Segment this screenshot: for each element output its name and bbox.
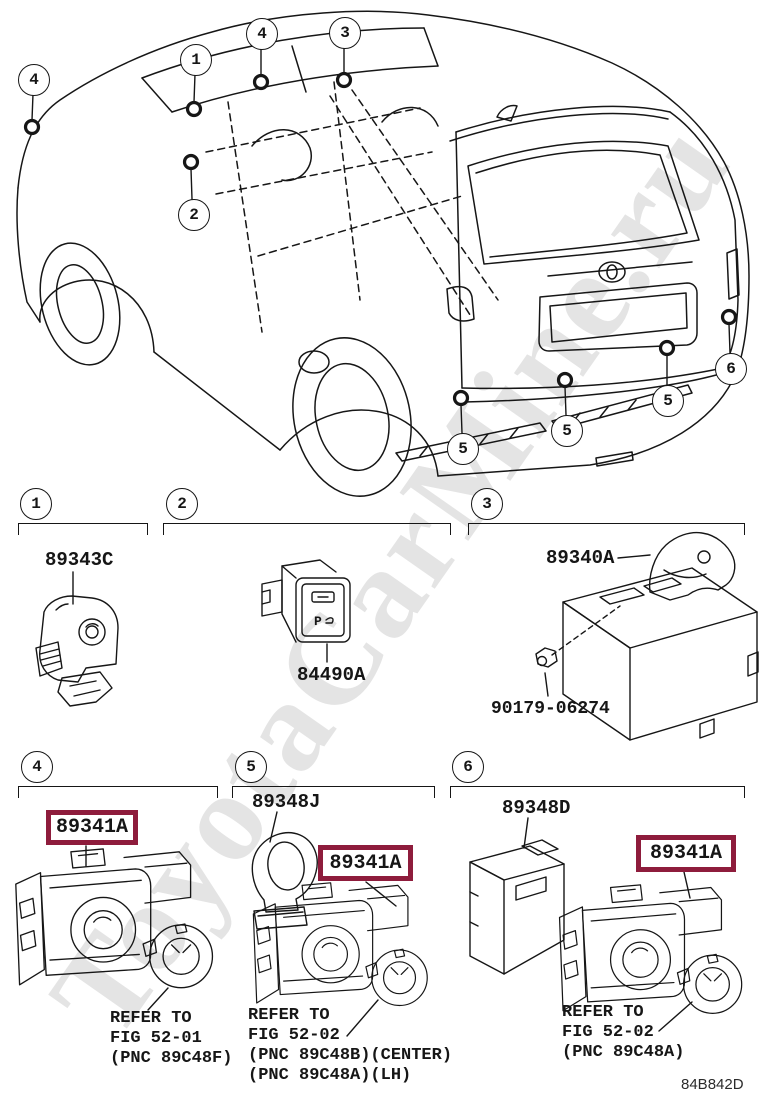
switch-parking-icon: P (314, 614, 322, 629)
part-drawing-89340a (535, 531, 759, 741)
car-callout-5-left: 5 (447, 433, 479, 465)
part-drawing-section5 (251, 811, 428, 1037)
car-callout-6: 6 (715, 353, 747, 385)
sensor-location-markers (23, 71, 738, 407)
section-1-number: 1 (20, 488, 52, 520)
section-5-number: 5 (235, 751, 267, 783)
highlighted-part-89341a-section4[interactable]: 89341A (46, 810, 138, 845)
car-illustration (16, 10, 750, 497)
part-number-89348d[interactable]: 89348D (502, 797, 571, 819)
car-callout-1: 1 (180, 44, 212, 76)
car-callout-5-right: 5 (652, 385, 684, 417)
section-3-number: 3 (471, 488, 503, 520)
part-number-89348j[interactable]: 89348J (252, 791, 321, 813)
car-callout-4-roof: 4 (246, 18, 278, 50)
section-6-number: 6 (452, 751, 484, 783)
highlighted-part-89341a-section6[interactable]: 89341A (636, 835, 736, 872)
part-number-89340a[interactable]: 89340A (546, 547, 615, 569)
car-callout-3: 3 (329, 17, 361, 49)
section-2-bracket (163, 523, 451, 535)
part-drawing-89343c (35, 571, 119, 707)
car-callout-4-front: 4 (18, 64, 50, 96)
refer-note-section6: REFER TO FIG 52-02 (PNC 89C48A) (562, 1003, 685, 1062)
section-4-bracket (18, 786, 218, 798)
part-drawing-section4 (15, 845, 214, 1011)
section-3-bracket (468, 523, 745, 535)
car-callout-5-center: 5 (551, 415, 583, 447)
part-drawing-84490a: P (261, 559, 351, 663)
part-drawing-section6 (469, 817, 743, 1032)
section-5-bracket (232, 786, 435, 798)
part-number-89343c[interactable]: 89343C (45, 549, 114, 571)
refer-note-section4: REFER TO FIG 52-01 (PNC 89C48F) (110, 1009, 233, 1068)
section-4-number: 4 (21, 751, 53, 783)
section-6-bracket (450, 786, 745, 798)
diagram-code: 84B842D (681, 1076, 744, 1093)
highlighted-part-89341a-section5[interactable]: 89341A (318, 845, 413, 881)
section-2-number: 2 (166, 488, 198, 520)
part-number-84490a[interactable]: 84490A (297, 664, 366, 686)
callout-leader-lines (31, 46, 731, 434)
refer-note-section5: REFER TO FIG 52-02 (PNC 89C48B)(CENTER) … (248, 1006, 453, 1085)
section-1-bracket (18, 523, 148, 535)
part-number-90179-06274[interactable]: 90179-06274 (491, 699, 610, 719)
car-callout-2: 2 (178, 199, 210, 231)
